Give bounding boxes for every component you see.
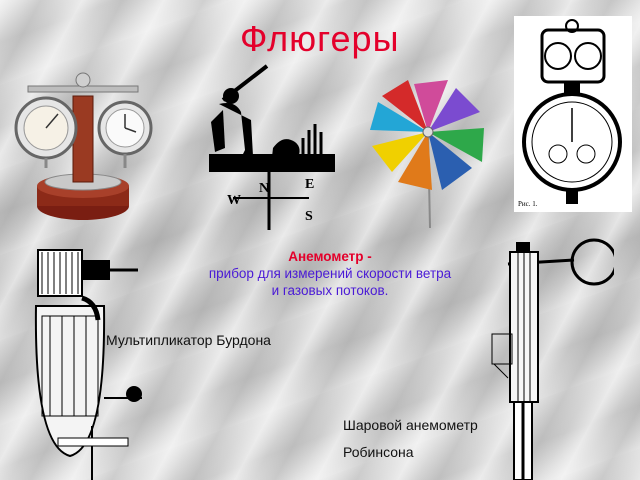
robinson-caption-line2: Робинсона bbox=[343, 444, 414, 460]
robinson-anemometer-illustration bbox=[491, 238, 614, 480]
burdon-caption: Мультипликатор Бурдона bbox=[106, 332, 271, 348]
pinwheel-illustration bbox=[370, 80, 484, 229]
anemometer-description-line1: прибор для измерений скорости ветра bbox=[208, 266, 452, 281]
anemometer-definition: Анемометр - прибор для измерений скорост… bbox=[150, 248, 510, 299]
robinson-caption-line1: Шаровой анемометр bbox=[343, 417, 478, 433]
svg-text:W: W bbox=[227, 193, 241, 208]
svg-text:E: E bbox=[305, 177, 314, 192]
svg-text:S: S bbox=[305, 209, 313, 224]
hand-anemometer-illustration: Рис. 1. bbox=[514, 16, 632, 212]
anemometer-term: Анемометр - bbox=[288, 249, 372, 264]
weather-station-illustration bbox=[14, 72, 153, 220]
burdon-multiplier-illustration bbox=[34, 249, 142, 480]
anemometer-description-line2: и газовых потоков. bbox=[271, 283, 389, 298]
slide-title: Флюгеры bbox=[240, 18, 400, 59]
svg-text:N: N bbox=[259, 181, 269, 196]
hunter-weathervane-illustration: W S N E bbox=[209, 64, 335, 230]
figure-label: Рис. 1. bbox=[518, 200, 538, 208]
